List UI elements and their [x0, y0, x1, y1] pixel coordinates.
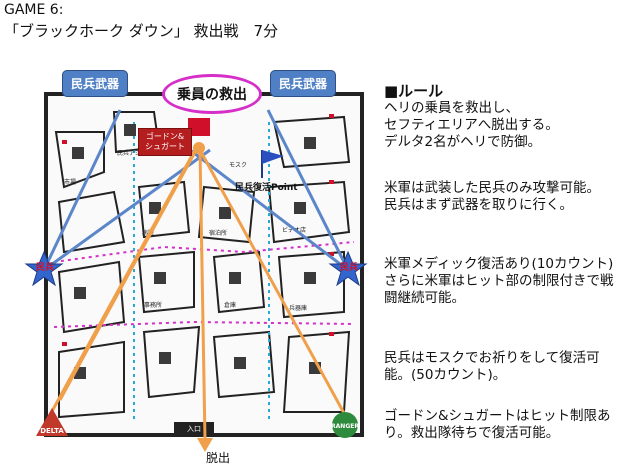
- svg-text:市場: 市場: [64, 178, 76, 186]
- delta-spawn-icon: [36, 408, 68, 436]
- svg-text:モスク: モスク: [229, 162, 247, 169]
- title-game-number: GAME 6:: [4, 2, 64, 18]
- svg-text:民兵: 民兵: [36, 261, 54, 273]
- svg-text:DELTA: DELTA: [40, 427, 64, 435]
- militia-weapons-callout-right: 民兵武器: [270, 70, 337, 97]
- exit-label: 脱出: [206, 451, 231, 465]
- militia-weapons-callout-left: 民兵武器: [62, 70, 129, 97]
- svg-text:RANGER: RANGER: [331, 423, 359, 430]
- rule-item-1: ヘリの乗員を救出し、 セフティエリアへ脱出する。 デルタ2名がヘリで防御。: [384, 100, 559, 150]
- svg-text:入口: 入口: [187, 425, 201, 433]
- respawn-flag-icon: [261, 150, 284, 178]
- svg-text:民兵: 民兵: [340, 261, 358, 273]
- rule-item-2: 米軍は武装した民兵のみ攻撃可能。 民兵はまず武器を取りに行く。: [384, 180, 600, 213]
- rule-item-4: 民兵はモスクでお祈りをして復活可能。(50カウント)。: [384, 350, 600, 383]
- svg-text:倉庫: 倉庫: [224, 301, 236, 309]
- militia-spawn-right-icon: [328, 250, 368, 287]
- svg-text:兵器庫: 兵器庫: [289, 304, 307, 312]
- title-scenario: 「ブラックホーク ダウン」 救出戦 7分: [4, 22, 279, 40]
- rule-item-5: ゴードン&シュガートはヒット制限あり。救出隊待ちで復活可能。: [384, 408, 611, 441]
- building-icons: [72, 124, 321, 379]
- respawn-point-label: 民兵復活Point: [235, 183, 298, 193]
- militia-spawn-left-icon: [24, 250, 64, 287]
- rules-heading: ■ルール: [384, 82, 444, 100]
- svg-text:宿泊所: 宿泊所: [209, 229, 227, 237]
- svg-text:事務所: 事務所: [144, 301, 162, 309]
- rule-item-3: 米軍メディック復活あり(10カウント) さらに米軍はヒット部の制限付きで戦闘継続…: [384, 256, 614, 306]
- ranger-spawn-icon: [332, 412, 358, 438]
- crash-site-marker: ゴードン& シュガート: [138, 128, 192, 156]
- rescue-crew-callout: 乗員の救出: [162, 74, 262, 114]
- svg-text:民兵アジト: 民兵アジト: [117, 149, 147, 157]
